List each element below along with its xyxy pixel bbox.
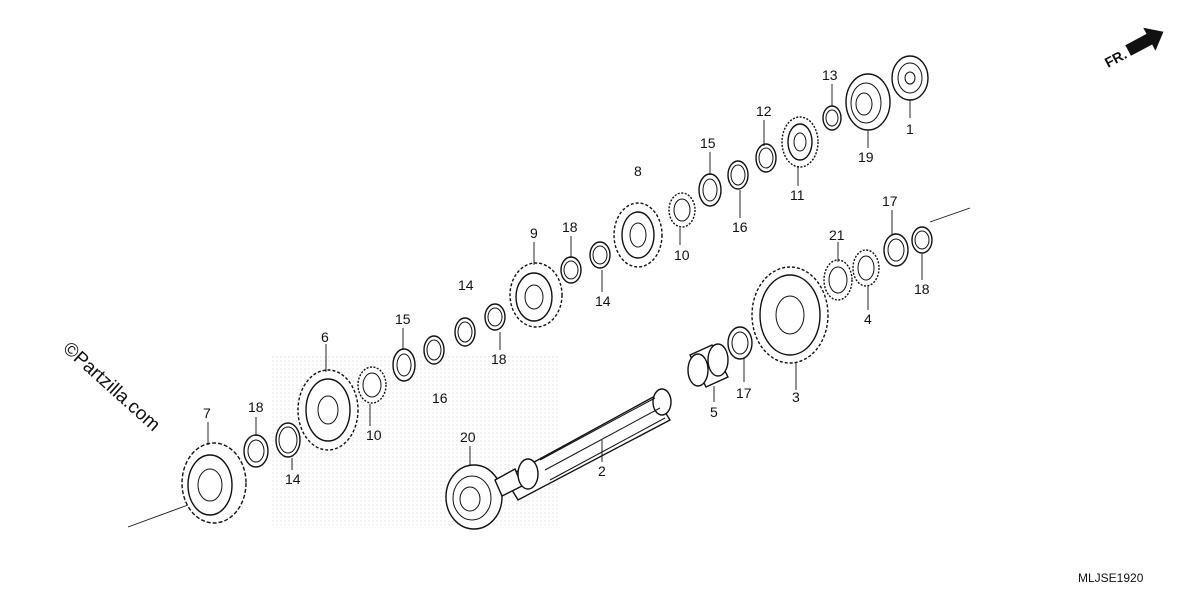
callout-12: 12 bbox=[756, 103, 772, 119]
part-17-washer-2[interactable] bbox=[883, 233, 909, 267]
callout-8: 8 bbox=[634, 163, 642, 179]
callout-2: 2 bbox=[598, 463, 606, 479]
watermark-text: ©Partzilla.com bbox=[59, 338, 164, 436]
part-11-gear[interactable] bbox=[781, 116, 819, 168]
front-label: FR. bbox=[1102, 46, 1129, 71]
callout-14-upper: 14 bbox=[595, 293, 611, 309]
callout-18-upper: 18 bbox=[562, 219, 578, 235]
part-10-needle-bearing-2[interactable] bbox=[668, 192, 696, 228]
part-16-washer[interactable] bbox=[423, 335, 445, 365]
callout-17-lower: 17 bbox=[736, 385, 752, 401]
part-14-circlip-3[interactable] bbox=[589, 241, 611, 269]
front-direction-indicator: FR. bbox=[1102, 27, 1164, 71]
part-17-washer[interactable] bbox=[727, 326, 753, 360]
part-16-washer-2[interactable] bbox=[727, 160, 749, 190]
callout-11: 11 bbox=[790, 187, 805, 203]
part-18-washer[interactable] bbox=[243, 434, 269, 468]
callout-18-right: 18 bbox=[914, 281, 930, 297]
callout-20: 20 bbox=[460, 429, 476, 445]
part-9-gear[interactable] bbox=[509, 262, 563, 328]
part-7-gear[interactable] bbox=[181, 442, 247, 524]
part-21-needle-bearing[interactable] bbox=[823, 259, 853, 301]
callout-1: 1 bbox=[906, 121, 914, 137]
diagram-code: MLJSE1920 bbox=[1078, 571, 1144, 585]
callout-7: 7 bbox=[203, 405, 211, 421]
part-1-cap[interactable] bbox=[891, 55, 929, 101]
callout-15-upper: 15 bbox=[700, 135, 716, 151]
part-5-collar[interactable] bbox=[687, 343, 729, 388]
part-4-needle-bearing[interactable] bbox=[852, 249, 880, 287]
callout-14-lower: 14 bbox=[285, 471, 301, 487]
callout-13: 13 bbox=[822, 67, 838, 83]
callout-17-upper: 17 bbox=[882, 193, 898, 209]
callout-6: 6 bbox=[321, 329, 329, 345]
callout-15-lower: 15 bbox=[395, 311, 411, 327]
part-15-lock-washer-2[interactable] bbox=[698, 173, 722, 207]
part-18-washer-2[interactable] bbox=[484, 303, 506, 331]
part-14-circlip-2[interactable] bbox=[454, 317, 476, 347]
part-19-ball-bearing[interactable] bbox=[845, 73, 891, 131]
callout-3: 3 bbox=[792, 389, 800, 405]
axis-lines bbox=[127, 207, 971, 528]
part-2-mainshaft[interactable] bbox=[494, 388, 672, 501]
part-13-washer[interactable] bbox=[822, 105, 842, 131]
part-18-washer-4[interactable] bbox=[911, 226, 933, 254]
leader-lines bbox=[207, 84, 923, 470]
callout-9: 9 bbox=[530, 225, 538, 241]
part-12-washer[interactable] bbox=[755, 143, 777, 173]
callout-16-lower: 16 bbox=[432, 390, 448, 406]
part-8-gear[interactable] bbox=[613, 202, 663, 268]
callout-4: 4 bbox=[864, 311, 872, 327]
callout-21: 21 bbox=[829, 227, 845, 243]
part-6-gear[interactable] bbox=[297, 369, 359, 451]
callout-labels: 1 2 3 4 5 6 7 8 9 10 10 11 12 13 14 14 1… bbox=[203, 67, 930, 487]
callout-5: 5 bbox=[710, 404, 718, 420]
part-3-gear[interactable] bbox=[751, 266, 829, 364]
callout-18-lower: 18 bbox=[248, 399, 264, 415]
arrow-right-icon bbox=[1125, 27, 1164, 56]
callout-18-mid: 18 bbox=[491, 351, 507, 367]
callout-14-mid: 14 bbox=[458, 277, 474, 293]
part-20-ball-bearing[interactable] bbox=[445, 464, 503, 530]
part-10-needle-bearing[interactable] bbox=[357, 366, 387, 404]
callout-16-upper: 16 bbox=[732, 219, 748, 235]
callout-10-lower: 10 bbox=[366, 427, 382, 443]
part-18-washer-3[interactable] bbox=[560, 256, 582, 284]
callout-19: 19 bbox=[858, 149, 874, 165]
callout-10-upper: 10 bbox=[674, 247, 690, 263]
part-14-circlip[interactable] bbox=[275, 422, 301, 458]
part-15-lock-washer[interactable] bbox=[392, 348, 416, 382]
